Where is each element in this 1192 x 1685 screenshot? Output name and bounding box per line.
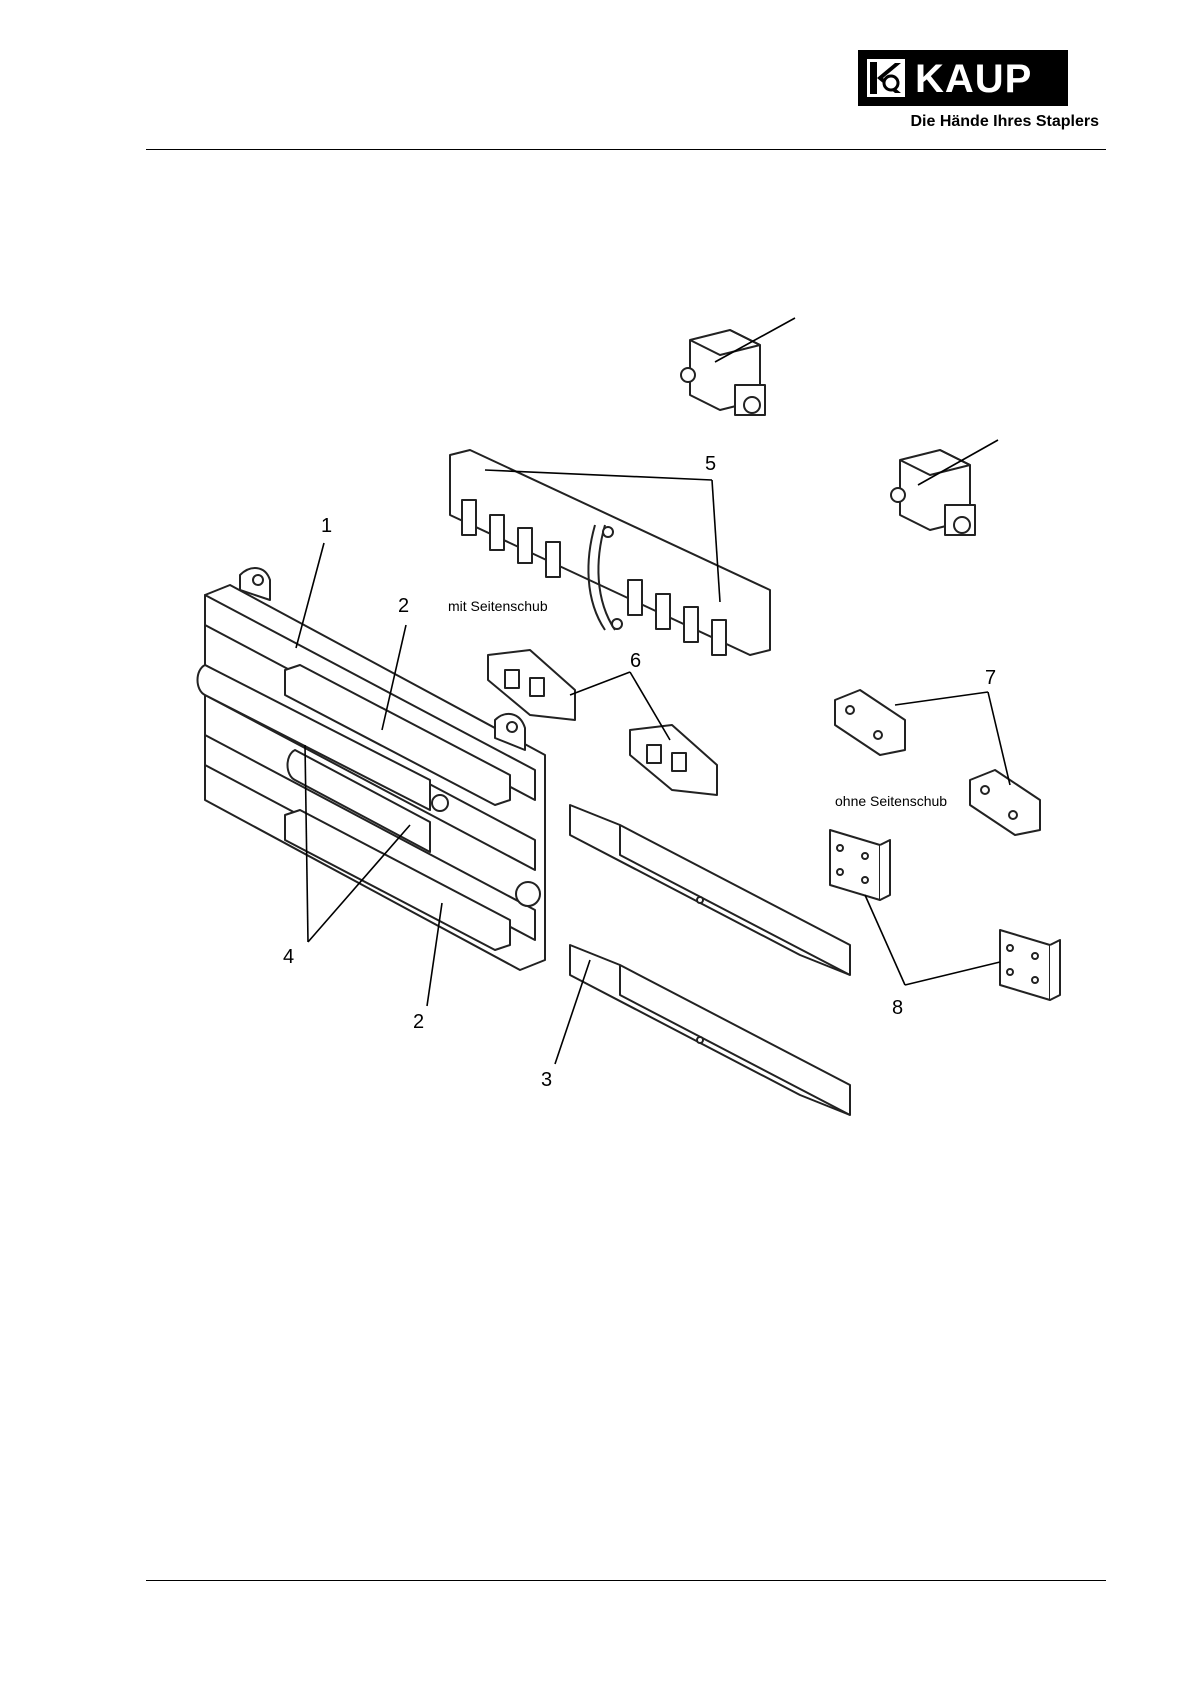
label-2-upper: 2 bbox=[398, 596, 409, 616]
label-3: 3 bbox=[541, 1070, 552, 1090]
part-8-pad-lower bbox=[1000, 930, 1060, 1000]
label-5: 5 bbox=[705, 454, 716, 474]
label-8: 8 bbox=[892, 998, 903, 1018]
label-4: 4 bbox=[283, 947, 294, 967]
label-1: 1 bbox=[321, 516, 332, 536]
sensor-part-right bbox=[891, 450, 975, 535]
part-7-bracket-upper bbox=[835, 690, 905, 755]
part-8-pad-upper bbox=[830, 830, 890, 900]
part-7-bracket-lower bbox=[970, 770, 1040, 835]
part-5-upper-rail bbox=[450, 450, 770, 655]
note-without-side-shift: ohne Seitenschub bbox=[835, 794, 947, 808]
part-6-bracket-upper bbox=[488, 650, 575, 720]
sensor-part-top bbox=[681, 330, 765, 415]
label-7: 7 bbox=[985, 668, 996, 688]
note-with-side-shift: mit Seitenschub bbox=[448, 599, 548, 613]
label-2-lower: 2 bbox=[413, 1012, 424, 1032]
part-3-rail-upper bbox=[570, 805, 850, 975]
part-3-rail-lower bbox=[570, 945, 850, 1115]
footer-rule bbox=[146, 1580, 1106, 1581]
part-6-bracket-lower bbox=[630, 725, 717, 795]
label-6: 6 bbox=[630, 651, 641, 671]
